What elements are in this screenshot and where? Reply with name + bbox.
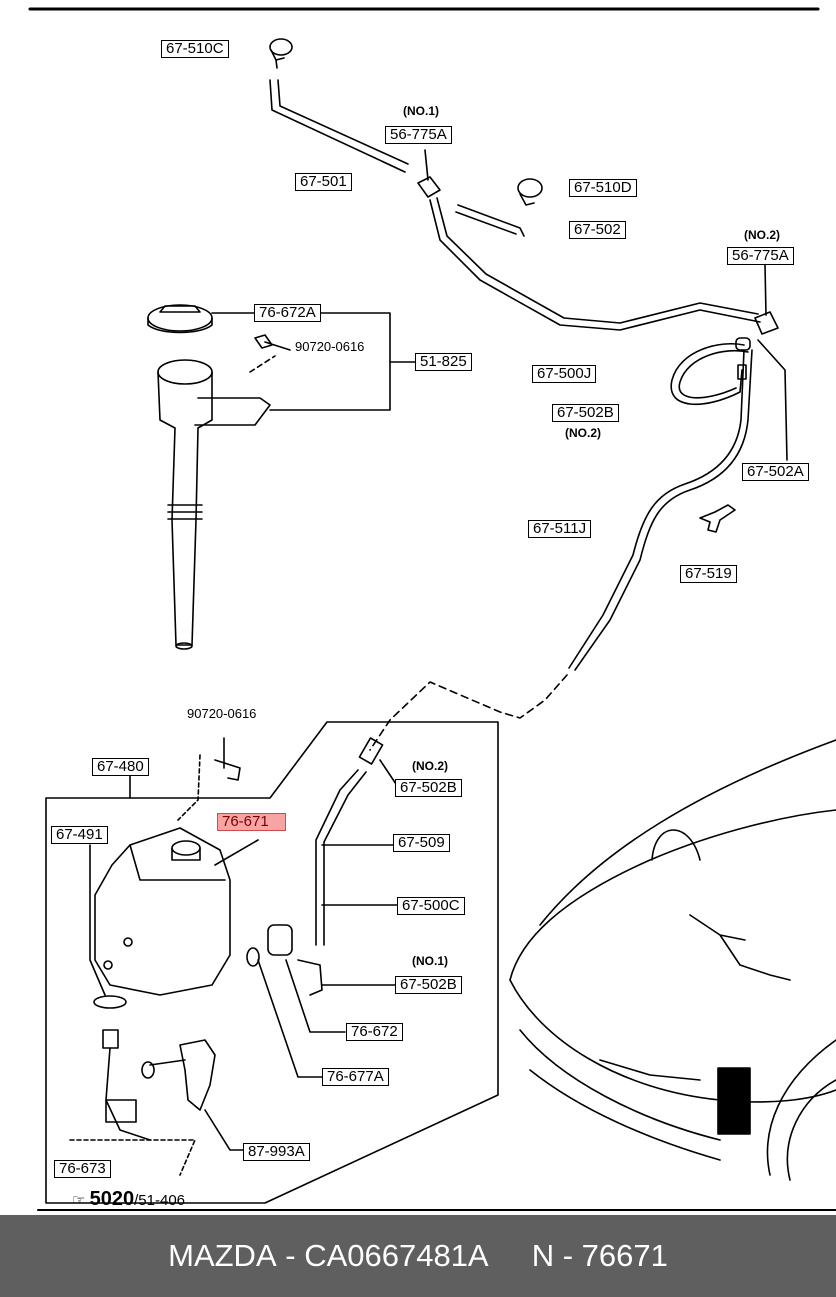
part-label-67-502A[interactable]: 67-502A [742,463,809,481]
parts-diagram: 67-510C (NO.1) 56-775A 67-501 67-510D 67… [28,7,836,1211]
washer-tank-icon [94,827,231,996]
part-label-76-672[interactable]: 76-672 [346,1023,403,1041]
note-no1: (NO.1) [403,104,439,118]
part-label-67-509[interactable]: 67-509 [393,834,450,852]
part-label-76-672A[interactable]: 76-672A [254,304,321,322]
part-label-67-502B-no2-top[interactable]: 67-502B [552,404,619,422]
note-no1-low: (NO.1) [412,954,448,968]
part-label-67-510D[interactable]: 67-510D [569,179,637,197]
filler-cap-icon [147,304,213,334]
part-label-90720-0616-top[interactable]: 90720-0616 [295,339,365,354]
part-label-67-502B-no2-mid[interactable]: 67-502B [395,779,462,797]
washer-pump-icon [141,1039,216,1111]
part-label-67-510C[interactable]: 67-510C [161,40,229,58]
reference-arrow-icon: ☞ [72,1192,86,1209]
reference-sub: /51-406 [134,1192,185,1209]
part-label-67-501[interactable]: 67-501 [295,173,352,191]
part-label-51-825[interactable]: 51-825 [415,353,472,371]
footer-caption: MAZDA - CA0667481A N - 76671 [0,1215,836,1297]
part-label-67-502B-no1-low[interactable]: 67-502B [395,976,462,994]
reference-main: 5020 [89,1188,135,1210]
footer-brand: MAZDA [168,1238,277,1273]
nozzle-right-icon [517,178,543,206]
part-label-76-671-highlighted[interactable]: 76-671 [217,813,286,831]
note-no2: (NO.2) [744,228,780,242]
part-label-67-511J[interactable]: 67-511J [528,520,592,538]
car-icon [509,739,836,1181]
part-label-87-993A[interactable]: 87-993A [243,1143,310,1161]
part-label-67-491[interactable]: 67-491 [51,826,108,844]
part-label-67-519[interactable]: 67-519 [680,565,737,583]
note-no2-top: (NO.2) [565,426,601,440]
diagram-drawing [28,7,836,1211]
part-label-67-502[interactable]: 67-502 [569,221,626,239]
nozzle-left-icon [269,38,293,69]
part-label-67-480[interactable]: 67-480 [92,758,149,776]
part-label-67-500C[interactable]: 67-500C [397,897,465,915]
footer-number-label: N [531,1238,555,1273]
part-label-76-673[interactable]: 76-673 [54,1160,111,1178]
part-label-56-775A-no1[interactable]: 56-775A [385,126,452,144]
footer-number: 76671 [581,1238,668,1273]
reference-note[interactable]: ☞ 5020/51-406 [72,1188,185,1211]
part-label-56-775A-no2[interactable]: 56-775A [727,247,794,265]
part-label-67-500J[interactable]: 67-500J [532,365,597,383]
note-no2-mid: (NO.2) [412,759,448,773]
part-label-76-677A[interactable]: 76-677A [322,1068,389,1086]
filler-pipe-icon [157,359,271,650]
part-label-90720-0616-bottom[interactable]: 90720-0616 [187,706,257,721]
footer-part-number: CA0667481A [304,1238,489,1273]
